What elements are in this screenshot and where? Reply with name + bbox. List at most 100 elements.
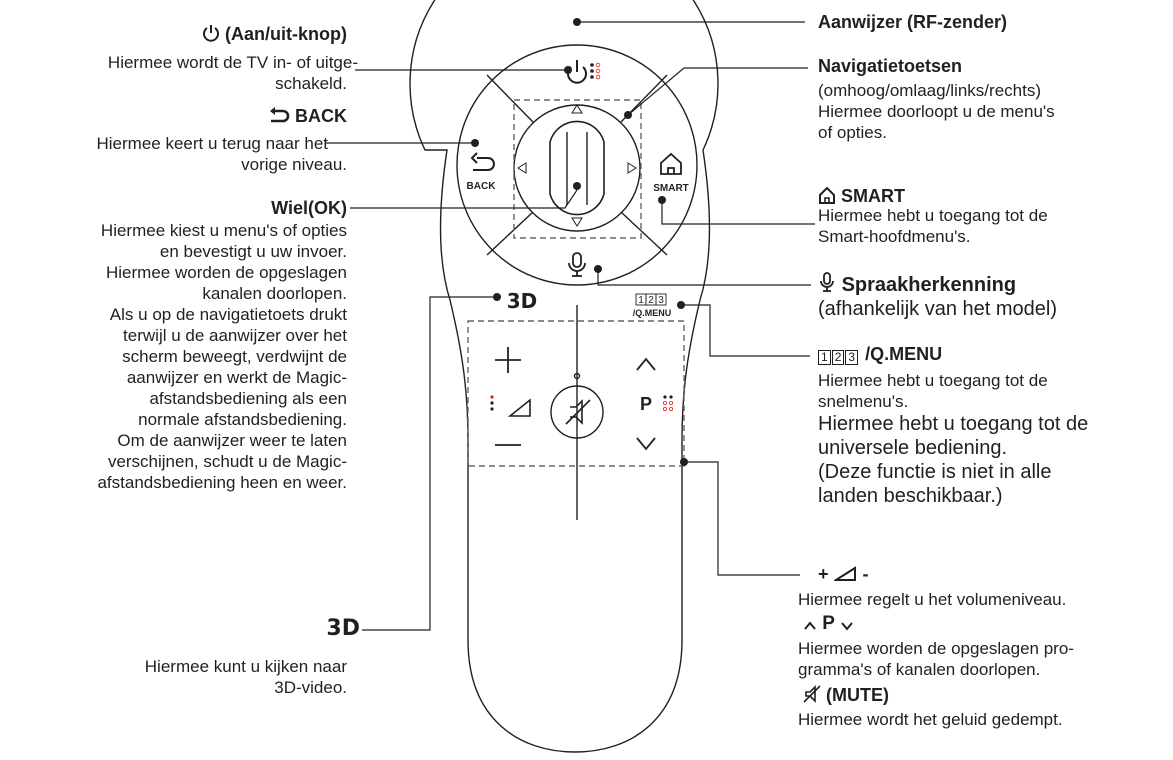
qmenu-desc: Hiermee hebt u toegang tot de snelmenu's… xyxy=(818,370,1088,508)
remote-body-outline xyxy=(409,0,719,753)
voice-title: Spraakherkenning xyxy=(818,272,1016,297)
remote-p-label: P xyxy=(640,394,652,414)
volume-triangle-icon xyxy=(507,398,531,417)
volume-plus: + xyxy=(818,564,829,584)
remote-back-label: BACK xyxy=(467,181,497,192)
mute-icon-small xyxy=(803,685,821,703)
program-desc-line: gramma's of kanalen doorlopen. xyxy=(798,660,1041,679)
nav-desc: (omhoog/omlaag/links/rechts) Hiermee doo… xyxy=(818,80,1055,143)
power-callout: (Aan/uit-knop) xyxy=(202,24,347,45)
power-icon xyxy=(203,25,219,42)
remote-3d-label[interactable]: 3D xyxy=(507,289,538,313)
qmenu-title: 1 2 3 /Q.MENU xyxy=(818,344,942,365)
program-indicator-dots xyxy=(663,395,674,411)
leader-dots xyxy=(471,18,688,466)
volume-minus: - xyxy=(862,564,869,584)
program-title: P xyxy=(803,613,854,634)
program-desc: Hiermee worden de opgeslagen pro- gramma… xyxy=(798,638,1074,680)
mute-desc: Hiermee wordt het geluid gedempt. xyxy=(798,710,1063,729)
three-d-title: 3D xyxy=(326,616,360,641)
wheel-desc-line: afstandsbediening als een xyxy=(149,389,347,408)
program-down-icon[interactable] xyxy=(636,437,656,451)
wheel-desc-line: Om de aanwijzer weer te laten xyxy=(117,431,347,450)
back-icon xyxy=(269,107,290,123)
smart-home-icon[interactable] xyxy=(660,152,682,175)
qmenu-desc-big-line: (Deze functie is niet in alle xyxy=(818,461,1052,483)
wheel-desc-line: en bevestigt u uw invoer. xyxy=(159,242,347,261)
smart-desc: Hiermee hebt u toegang tot de Smart-hoof… xyxy=(818,205,1048,247)
wheel-desc-line: kanalen doorlopen. xyxy=(202,284,347,303)
power-desc-2: schakeld. xyxy=(275,74,347,93)
remote-qmenu-key-3: 3 xyxy=(658,295,664,306)
wheel-desc: Hiermee kiest u menu's of opties en beve… xyxy=(97,220,347,493)
wheel-capsule xyxy=(549,120,605,216)
qmenu-key: 2 xyxy=(831,350,845,365)
qmenu-desc-big-line: universele bediening. xyxy=(818,437,1008,459)
wheel-desc-line: terwijl u de aanwijzer over het xyxy=(123,326,347,345)
nav-desc-line: of opties. xyxy=(818,123,887,142)
back-button-icon[interactable] xyxy=(470,152,495,171)
remote-qmenu-key-2: 2 xyxy=(648,295,654,306)
power-desc-1: Hiermee wordt de TV in- of uitge- xyxy=(107,53,358,72)
wheel-desc-line: afstandsbediening heen en weer. xyxy=(97,473,347,492)
program-up-icon[interactable] xyxy=(636,357,656,371)
volume-desc: Hiermee regelt u het volumeniveau. xyxy=(798,590,1067,609)
smart-desc-line: Hiermee hebt u toegang tot de xyxy=(818,206,1048,225)
wheel-desc-line: Als u op de navigatietoets drukt xyxy=(109,305,347,324)
wheel-title: Wiel(OK) xyxy=(271,198,347,218)
three-d-desc: Hiermee kunt u kijken naar 3D-video. xyxy=(145,656,347,698)
mute-button[interactable] xyxy=(550,385,604,439)
wheel-desc-line: Hiermee worden de opgeslagen xyxy=(106,263,347,282)
remote-qmenu-key-boxes[interactable] xyxy=(635,293,667,306)
qmenu-key: 3 xyxy=(845,350,859,365)
arrow-down-icon[interactable] xyxy=(571,217,583,227)
head-ring xyxy=(456,44,698,286)
arrow-right-icon[interactable] xyxy=(627,162,637,174)
power-title: (Aan/uit-knop) xyxy=(202,24,347,45)
smart-title-text: SMART xyxy=(841,186,906,206)
program-up-icon-small xyxy=(804,621,816,630)
remote-qmenu-label: /Q.MENU xyxy=(633,308,672,318)
nav-desc-line: Hiermee doorloopt u de menu's xyxy=(818,102,1055,121)
wheel-desc-line: scherm beweegt, verdwijnt de xyxy=(122,347,347,366)
voice-title-text: Spraakherkenning xyxy=(841,274,1017,296)
back-title: BACK xyxy=(268,106,347,127)
qmenu-keys: 1 2 3 xyxy=(818,350,859,365)
mute-title: (MUTE) xyxy=(803,685,889,706)
wheel-desc-line: verschijnen, schudt u de Magic- xyxy=(107,452,347,471)
smart-title: SMART xyxy=(818,186,905,207)
smart-desc-line: Smart-hoofdmenu's. xyxy=(818,227,971,246)
volume-indicator-dots xyxy=(490,395,494,411)
qmenu-desc-line: Hiermee hebt u toegang tot de xyxy=(818,371,1048,390)
program-desc-line: Hiermee worden de opgeslagen pro- xyxy=(798,639,1074,658)
qmenu-key: 1 xyxy=(818,350,831,365)
wheel-desc-line: normale afstandsbediening. xyxy=(138,410,347,429)
three-d-desc-line: 3D-video. xyxy=(274,678,347,697)
program-title-text: P xyxy=(822,613,835,634)
back-desc-2: vorige niveau. xyxy=(241,155,347,174)
qmenu-desc-big-line: landen beschikbaar.) xyxy=(818,485,1003,507)
three-d-desc-line: Hiermee kunt u kijken naar xyxy=(144,657,347,676)
home-icon xyxy=(819,187,835,204)
back-desc-1: Hiermee keert u terug naar het xyxy=(96,134,328,153)
power-indicator-dots xyxy=(590,62,601,80)
remote-qmenu-key-1: 1 xyxy=(638,295,644,306)
arrow-left-icon[interactable] xyxy=(517,162,527,174)
mute-title-text: (MUTE) xyxy=(826,685,889,705)
pointer-title: Aanwijzer (RF-zender) xyxy=(818,12,1008,32)
wheel-desc-line: Hiermee kiest u menu's of opties xyxy=(100,221,347,240)
volume-up-icon[interactable] xyxy=(495,347,521,373)
back-title-text: BACK xyxy=(295,106,347,126)
volume-title: + - xyxy=(818,564,869,585)
nav-title: Navigatietoetsen xyxy=(818,56,963,76)
power-title-text: (Aan/uit-knop) xyxy=(225,24,347,44)
voice-desc: (afhankelijk van het model) xyxy=(818,298,1058,320)
qmenu-title-text: /Q.MENU xyxy=(865,344,943,364)
remote-smart-label: SMART xyxy=(653,183,689,194)
wheel-desc-line: aanwijzer en werkt de Magic- xyxy=(126,368,347,387)
program-down-icon-small xyxy=(841,622,853,631)
volume-icon xyxy=(833,566,856,581)
mic-icon xyxy=(820,272,834,292)
microphone-icon[interactable] xyxy=(568,252,586,277)
arrow-up-icon[interactable] xyxy=(571,104,583,114)
